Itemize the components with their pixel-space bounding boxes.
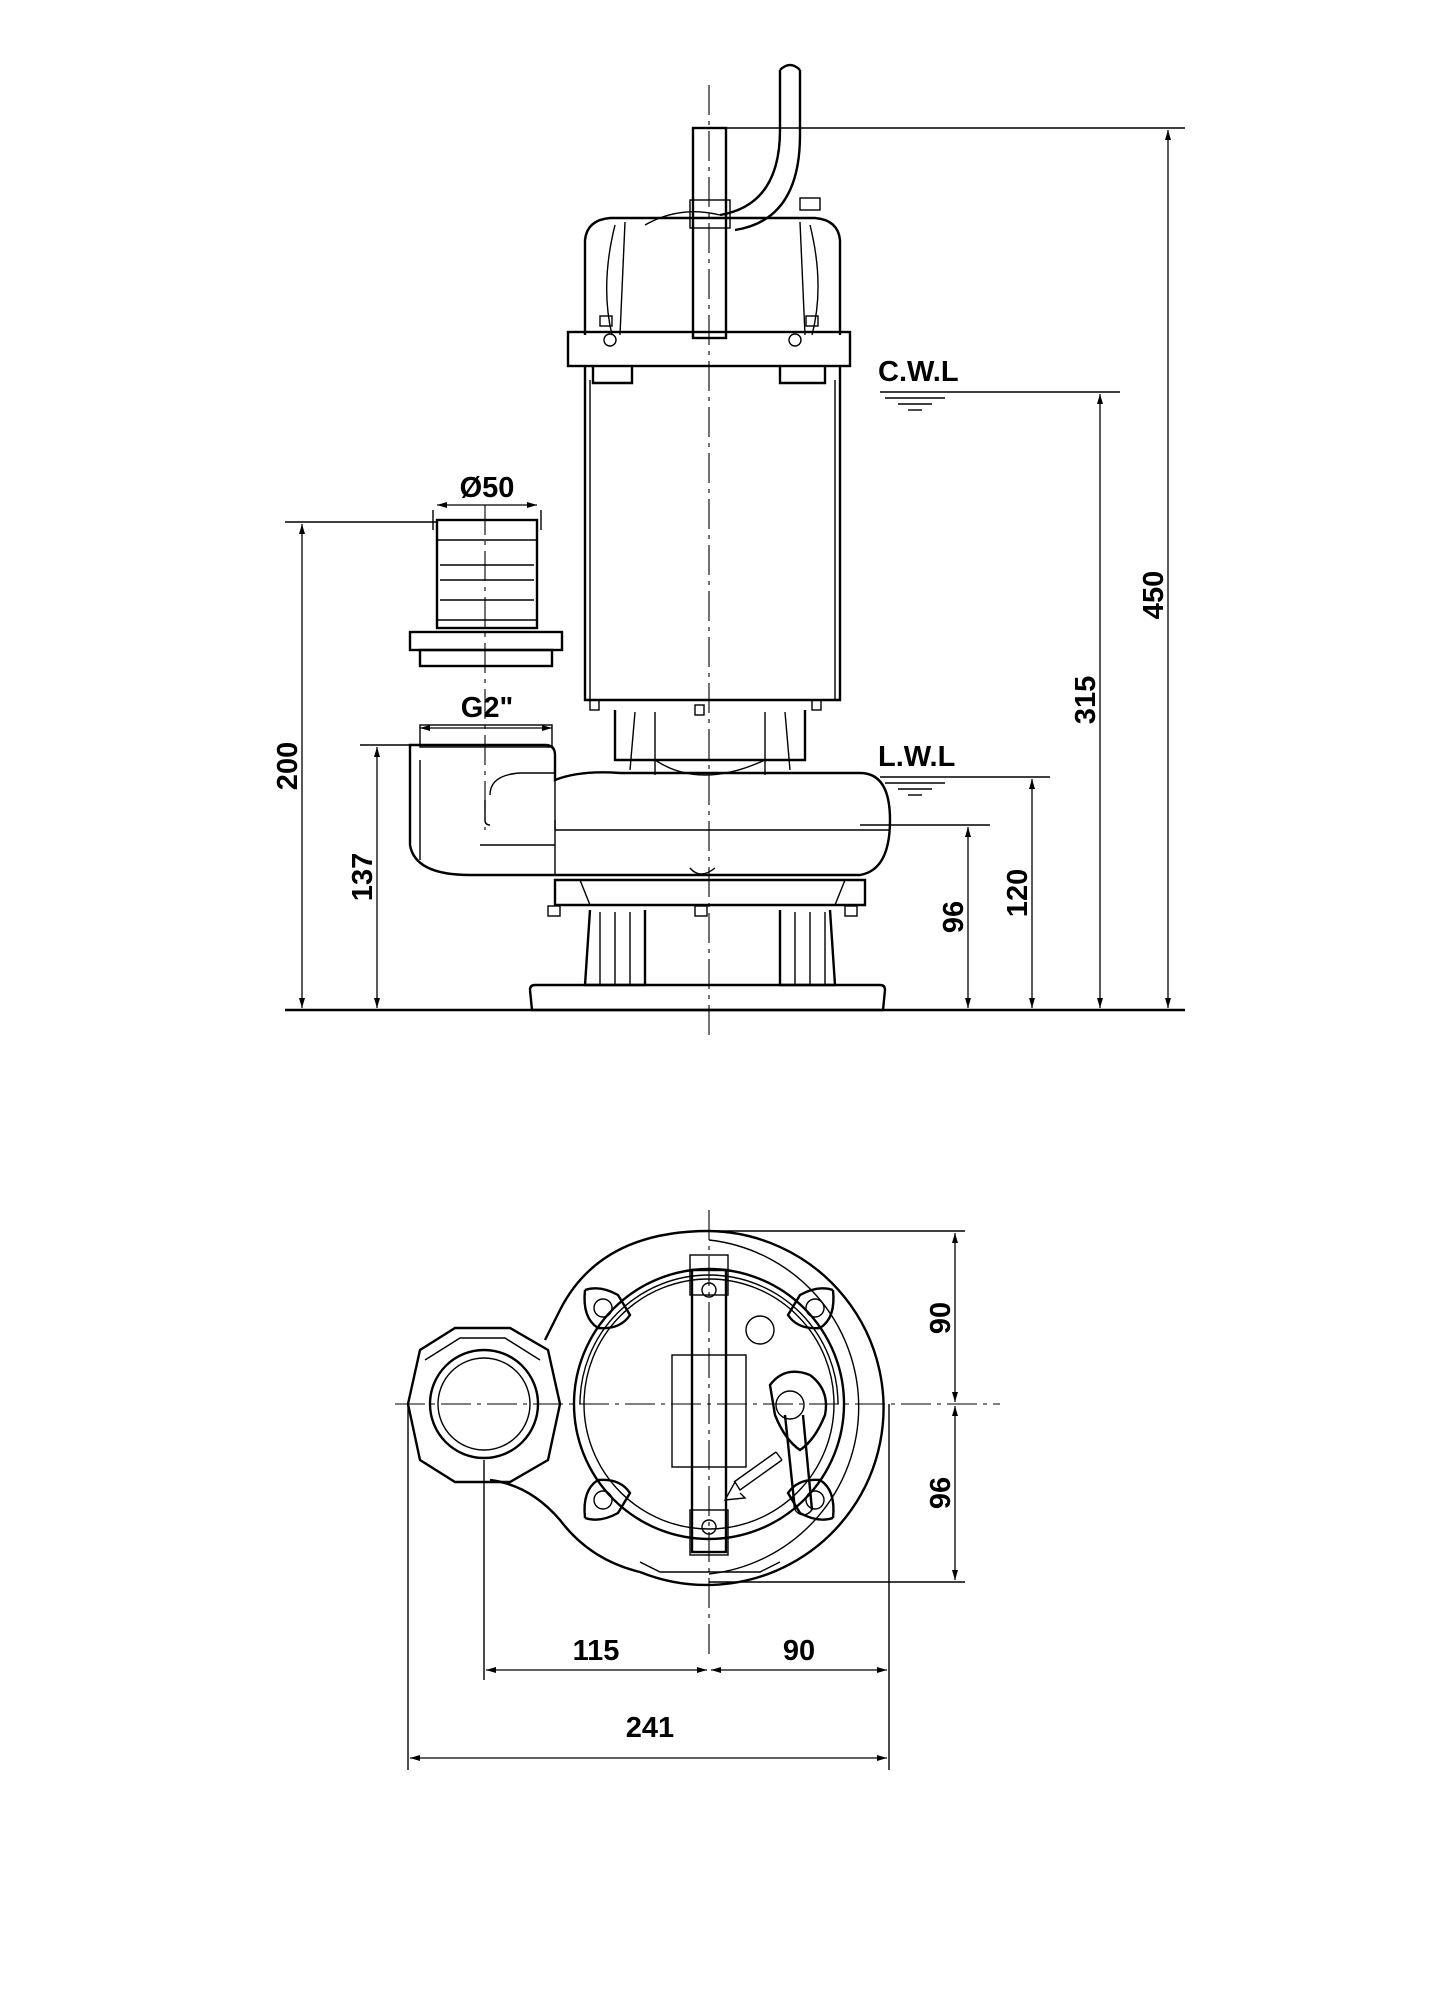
dim-450-label: 450: [1138, 571, 1170, 619]
outlet-hose-nipple: [408, 505, 564, 830]
pump-base: [528, 867, 887, 1012]
dim-450: 450: [1138, 130, 1171, 1008]
cable-entry: [768, 1370, 828, 1516]
cwl-mark: C.W.L: [878, 356, 1120, 411]
dim-200-label: 200: [272, 742, 304, 790]
dim-96: 96: [938, 827, 971, 1008]
dim-bv-90: 90: [925, 1233, 958, 1402]
front-view: C.W.L L.W.L Ø50 G2" 450: [272, 63, 1185, 1035]
thread-dim: G2": [420, 692, 552, 731]
outlet-diameter-label: Ø50: [460, 472, 515, 504]
dim-315: 315: [1070, 394, 1103, 1008]
dim-bv-241: 241: [410, 1712, 887, 1761]
dim-bv-96-label: 96: [925, 1477, 957, 1509]
dim-96-label: 96: [938, 901, 970, 933]
lwl-mark: L.W.L: [878, 741, 1050, 796]
dim-120: 120: [1002, 779, 1035, 1008]
dim-bv-90h: 90: [711, 1635, 887, 1673]
rotation-arrow: [723, 1451, 783, 1501]
dim-137: 137: [347, 747, 380, 1008]
motor-body: [583, 366, 842, 716]
dim-137-label: 137: [347, 853, 379, 901]
lwl-label: L.W.L: [878, 741, 955, 773]
cwl-label: C.W.L: [878, 356, 959, 388]
dim-200: 200: [272, 524, 305, 1008]
bottom-view: 90 96 115 90 241: [395, 1210, 1000, 1770]
bottom-slot: [639, 1561, 781, 1573]
outlet-hex-nut: [406, 1326, 562, 1484]
dim-bv-241-label: 241: [626, 1712, 674, 1744]
cable-handle: [644, 63, 821, 340]
dim-bv-115: 115: [486, 1635, 707, 1673]
volute-outline: [489, 1229, 885, 1587]
dim-120-label: 120: [1002, 869, 1034, 917]
dim-bv-90h-label: 90: [783, 1635, 815, 1667]
volute-casing: [408, 743, 892, 877]
neck: [613, 710, 807, 776]
handle-bar: [671, 1254, 775, 1556]
dim-bv-115-label: 115: [573, 1635, 620, 1667]
bolt-lugs: [583, 1287, 835, 1521]
thread-label: G2": [461, 692, 513, 724]
dim-bv-96: 96: [925, 1406, 958, 1580]
motor-top-cap: [566, 216, 852, 385]
dim-315-label: 315: [1070, 676, 1102, 724]
outlet-diameter-dim: Ø50: [432, 472, 542, 530]
dim-bv-90-label: 90: [925, 1302, 957, 1334]
